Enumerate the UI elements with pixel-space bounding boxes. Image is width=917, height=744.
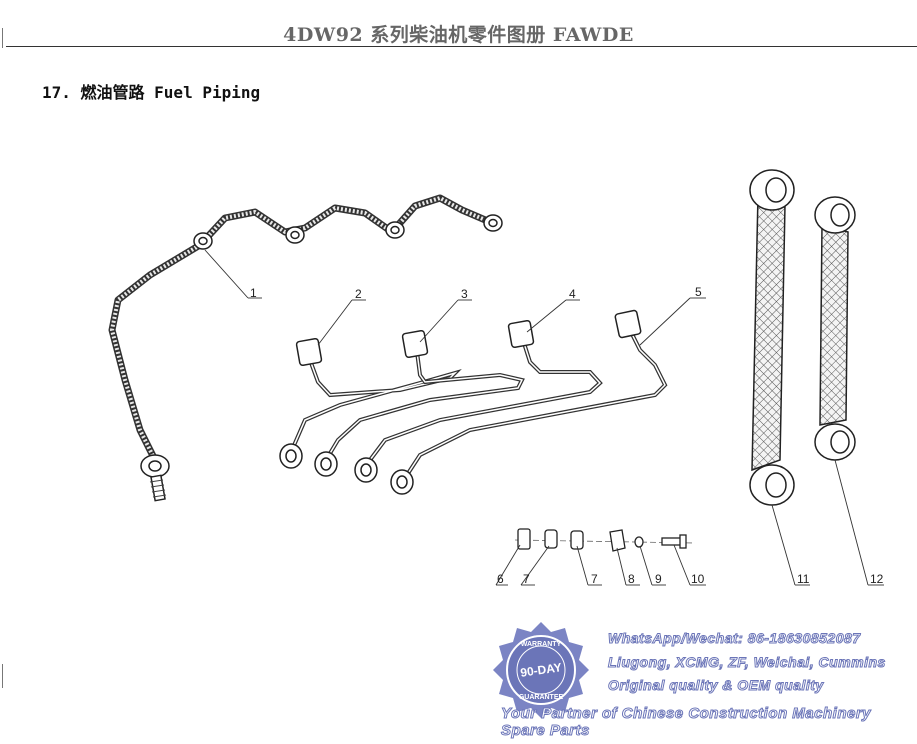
callout-numbers: 1 2 3 4 5 6 7 7 8 9 10 11 12 <box>250 285 884 586</box>
callout-6: 6 <box>497 572 504 586</box>
header-rule <box>6 46 917 47</box>
watermark-brands: Liugong, XCMG, ZF, Weichai, Cummins <box>608 654 886 671</box>
binding-mark <box>2 28 3 48</box>
badge-bottom-text: GUARANTEE <box>519 694 564 701</box>
leader-lines <box>204 249 884 586</box>
part-1-return-pipe <box>108 194 503 502</box>
callout-1: 1 <box>250 286 257 300</box>
part-4-injection-pipe <box>354 319 603 483</box>
watermark-slogan: Your Partner of Chinese Construction Mac… <box>501 705 872 740</box>
part-12-hose <box>814 196 856 461</box>
callout-10: 10 <box>691 572 705 586</box>
watermark-quality: Original quality & OEM quality <box>608 677 824 694</box>
callout-2: 2 <box>355 287 362 301</box>
part-11-hose <box>749 169 795 506</box>
callout-5: 5 <box>695 285 702 299</box>
callout-8: 8 <box>628 572 635 586</box>
callout-9: 9 <box>655 572 662 586</box>
callout-12: 12 <box>870 572 884 586</box>
badge-center-text: 90-DAY <box>519 660 562 680</box>
badge-top-text: WARRANTY <box>521 641 562 648</box>
part-3-injection-pipe <box>314 329 525 477</box>
callout-3: 3 <box>461 287 468 301</box>
callout-7a: 7 <box>523 572 530 586</box>
part-2-injection-pipe <box>279 337 462 469</box>
callout-11: 11 <box>797 572 810 586</box>
section-title: 17. 燃油管路 Fuel Piping <box>42 83 261 102</box>
part-5-injection-pipe <box>390 309 668 495</box>
header-title: 4DW92 系列柴油机零件图册 FAWDE <box>283 24 634 46</box>
warranty-badge: WARRANTY 90-DAY GUARANTEE <box>493 622 589 718</box>
callout-4: 4 <box>569 287 576 301</box>
binding-mark <box>2 664 3 688</box>
small-parts-6-10 <box>514 528 696 552</box>
callout-7b: 7 <box>591 572 598 586</box>
page-header: 4DW92 系列柴油机零件图册 FAWDE <box>0 0 917 48</box>
watermark-contact: WhatsApp/Wechat: 86-18630852087 <box>608 630 861 647</box>
